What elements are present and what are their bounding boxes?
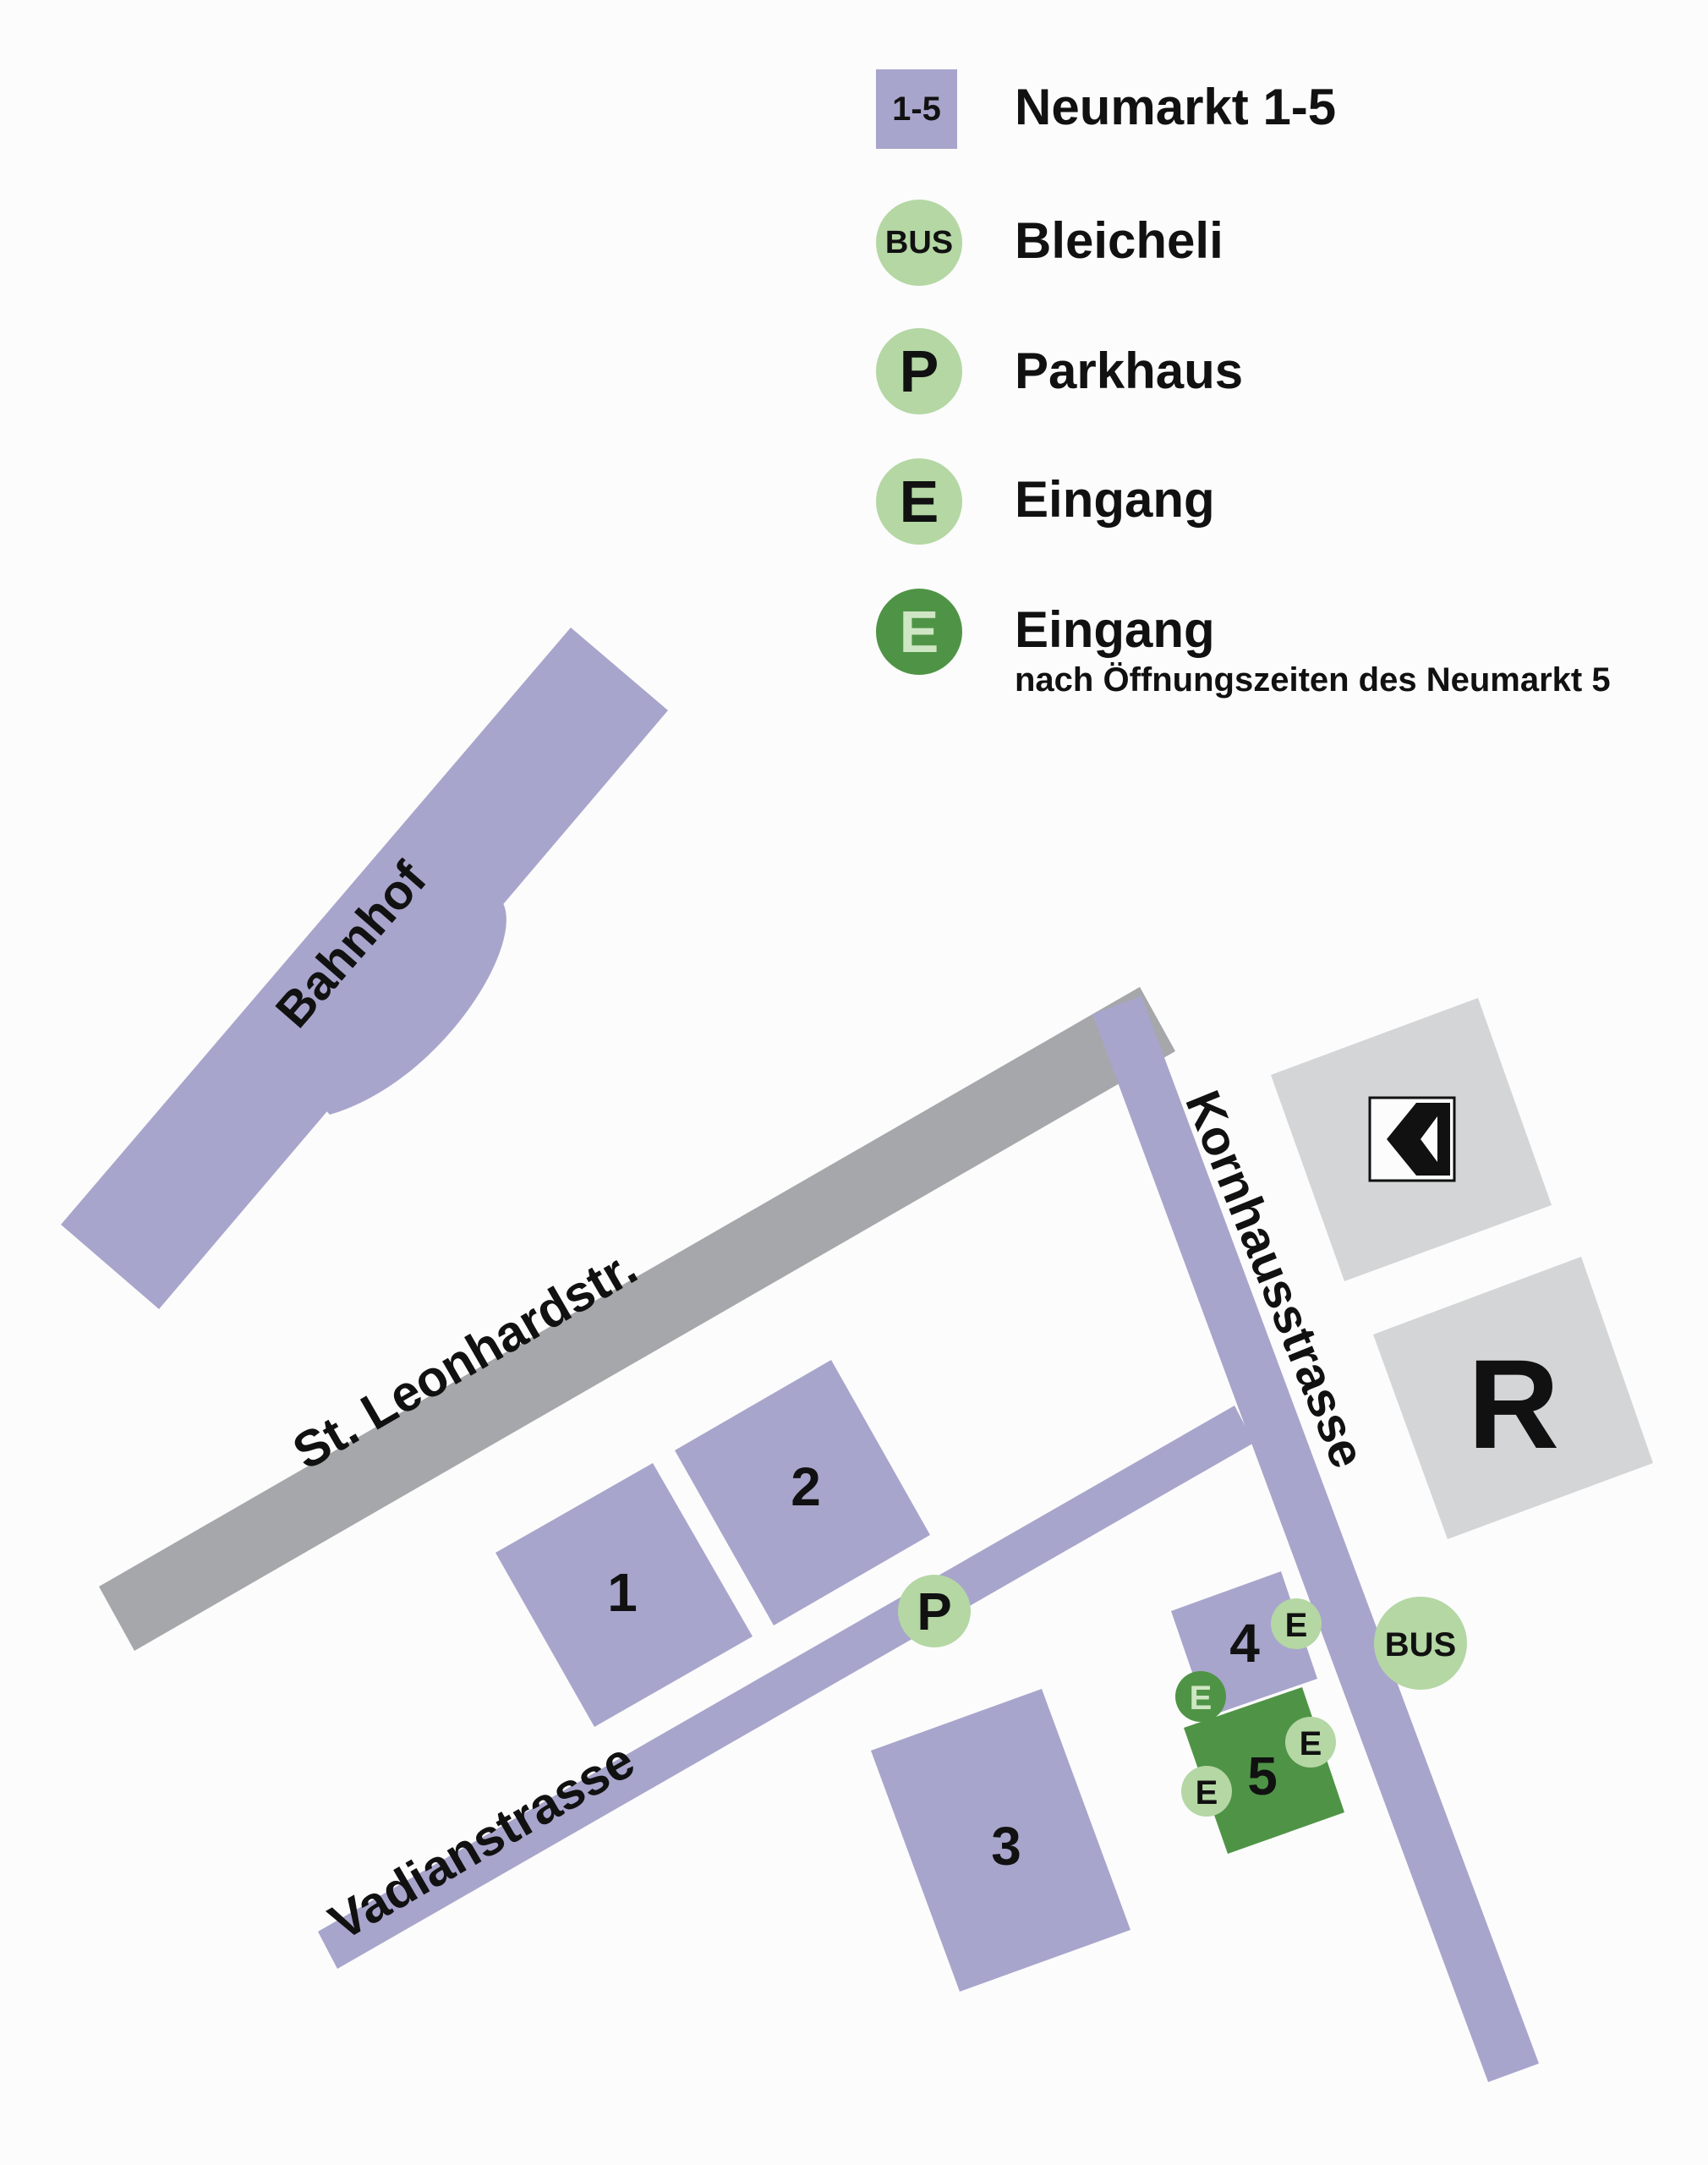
street-vadian-label: Vadianstrasse [320,1731,643,1951]
building-4-label: 4 [1229,1613,1260,1674]
entrance-marker-label: E [1300,1725,1322,1762]
building-1-label: 1 [607,1562,638,1623]
entrance-marker-building-5-east: E [1285,1717,1336,1768]
entrance-marker-building-5-west: E [1181,1766,1232,1817]
legend-buildings-badge: 1-5 [892,90,941,128]
bank-block [1271,998,1552,1281]
reformed-church-marker: R [1468,1333,1559,1475]
building-2: 2 [675,1360,930,1625]
legend-entrance-hours-badge: E [876,589,962,675]
entrance-marker-hours-label: E [1190,1680,1213,1717]
legend-bus-label: Bleicheli [1015,212,1224,269]
legend-buildings-label: Neumarkt 1-5 [1015,79,1337,135]
legend-entrance-hours-note: nach Öffnungszeiten des Neumarkt 5 [1015,661,1611,699]
bus-marker-label: BUS [1385,1626,1456,1663]
legend-bus-badge: BUS [876,200,962,286]
legend-buildings-swatch: 1-5 [876,69,957,149]
legend-parking-badge: P [876,328,962,414]
parking-marker-label: P [917,1583,951,1642]
building-3: 3 [871,1689,1130,1992]
building-1: 1 [495,1463,753,1727]
legend-entrance-label: Eingang [1015,471,1215,528]
entrance-marker-building-4: E [1271,1598,1322,1649]
parking-marker: P [898,1575,971,1647]
bank-logo-icon [1368,1096,1456,1182]
building-2-label: 2 [791,1456,821,1517]
entrance-marker-label: E [1285,1607,1308,1644]
bus-marker: BUS [1374,1597,1467,1690]
entrance-marker-label: E [1196,1774,1218,1811]
building-3-label: 3 [991,1816,1021,1877]
building-5-label: 5 [1247,1746,1278,1806]
legend-parking-label: Parkhaus [1015,343,1244,399]
church-block: R [1373,1257,1653,1539]
entrance-marker-hours: E [1175,1671,1226,1722]
station-building: Bahnhof [61,628,668,1309]
legend-entrance-badge: E [876,458,962,545]
legend-entrance-hours-label: Eingang [1015,601,1215,658]
